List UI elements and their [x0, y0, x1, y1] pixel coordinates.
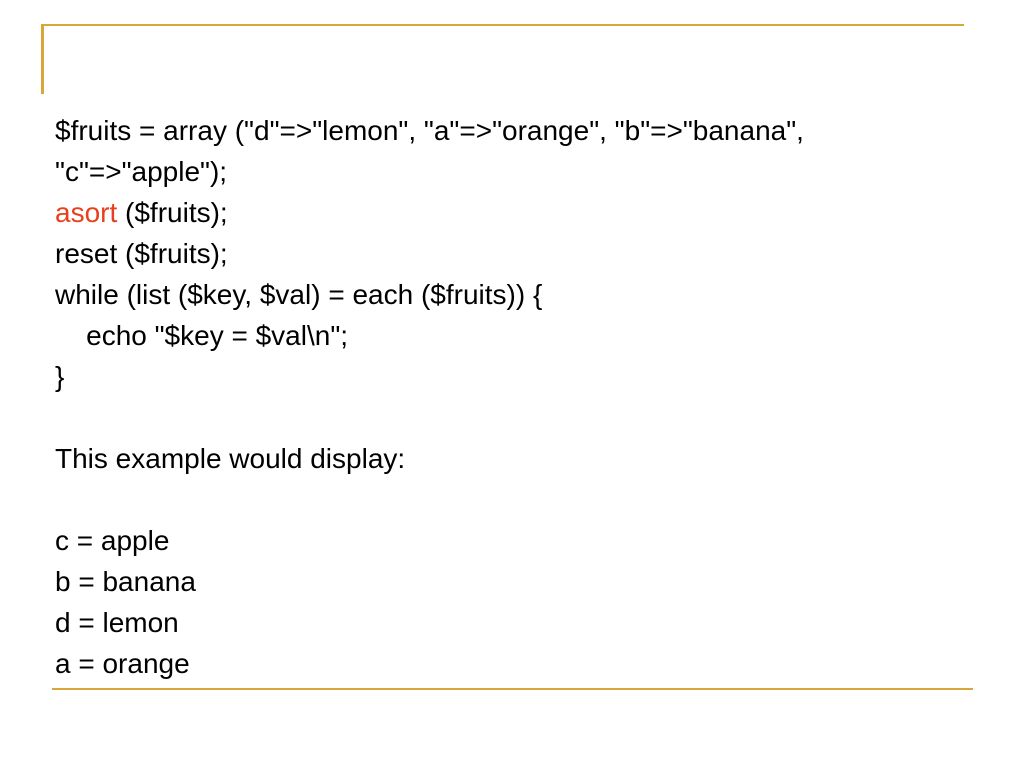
top-accent-line: [41, 24, 964, 26]
code-line-7: }: [55, 361, 65, 392]
code-line-2: "c"=>"apple");: [55, 156, 228, 187]
spacer: [55, 479, 985, 520]
output-line: d = lemon: [55, 607, 179, 638]
code-line-3: asort ($fruits);: [55, 192, 985, 233]
left-accent-line: [41, 24, 44, 94]
output-line: b = banana: [55, 566, 196, 597]
code-line-6: echo "$key = $val\n";: [55, 320, 349, 351]
bottom-accent-line: [52, 688, 973, 690]
code-line-5: while (list ($key, $val) = each ($fruits…: [55, 279, 543, 310]
code-line-4: reset ($fruits);: [55, 238, 228, 269]
spacer: [55, 397, 985, 438]
code-line-1: $fruits = array ("d"=>"lemon", "a"=>"ora…: [55, 115, 804, 146]
asort-keyword: asort: [55, 197, 118, 228]
code-line-3-rest: ($fruits);: [117, 197, 228, 228]
output-line: a = orange: [55, 648, 190, 679]
description-text: This example would display:: [55, 443, 406, 474]
output-line: c = apple: [55, 525, 170, 556]
slide-body: $fruits = array ("d"=>"lemon", "a"=>"ora…: [55, 110, 985, 684]
